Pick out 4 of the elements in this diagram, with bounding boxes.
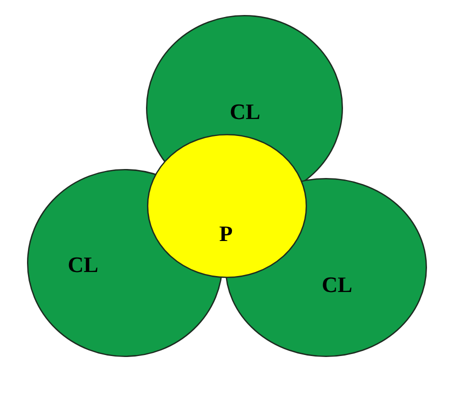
circle-label: CL bbox=[322, 274, 352, 296]
circle-label: CL bbox=[68, 254, 98, 276]
circle-label: CL bbox=[230, 101, 260, 123]
circle-label: P bbox=[219, 223, 233, 245]
